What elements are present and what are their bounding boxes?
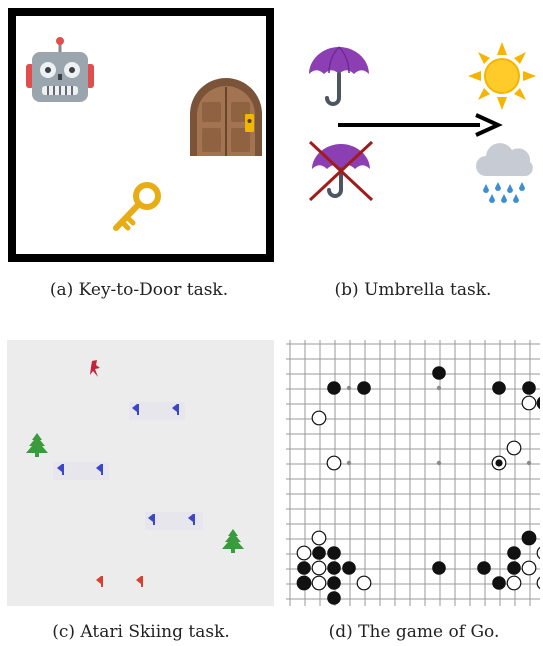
key-to-door-panel <box>8 8 270 258</box>
black-stone <box>432 366 446 380</box>
sun-icon <box>468 42 536 110</box>
key-icon <box>110 182 162 234</box>
star-point <box>347 461 351 465</box>
white-stone <box>537 576 540 590</box>
arrow-icon <box>332 110 507 140</box>
flag-icon <box>101 464 109 475</box>
flag-icon <box>62 464 70 475</box>
white-stone <box>327 456 341 470</box>
star-point <box>347 386 351 390</box>
skiing-panel <box>7 340 274 606</box>
go-board <box>286 340 540 606</box>
black-stone <box>507 546 521 560</box>
black-stone <box>297 561 311 575</box>
caption-key-to-door: (a) Key-to-Door task. <box>22 280 256 300</box>
flag-icon <box>153 514 161 525</box>
crossed-umbrella-icon <box>306 140 376 202</box>
white-stone <box>312 561 326 575</box>
black-stone <box>327 591 341 605</box>
flag-icon <box>177 404 185 415</box>
black-stone <box>432 561 446 575</box>
star-point <box>437 461 441 465</box>
flag-icon <box>193 514 201 525</box>
door-icon <box>188 78 264 156</box>
white-stone <box>537 546 540 560</box>
last-move-marker <box>495 459 502 466</box>
caption-skiing: (c) Atari Skiing task. <box>4 622 278 642</box>
white-stone <box>507 576 521 590</box>
white-stone <box>312 531 326 545</box>
white-stone <box>522 561 536 575</box>
black-stone <box>327 561 341 575</box>
caption-go: (d) The game of Go. <box>296 622 532 642</box>
black-stone <box>492 381 506 395</box>
tree-icon <box>25 432 49 458</box>
flag-icon <box>137 404 145 415</box>
white-stone <box>297 546 311 560</box>
black-stone <box>327 546 341 560</box>
caption-umbrella: (b) Umbrella task. <box>300 280 526 300</box>
black-stone <box>492 576 506 590</box>
black-stone <box>342 561 356 575</box>
flag-icon <box>141 576 149 587</box>
black-stone <box>312 546 326 560</box>
rain-cloud-icon <box>472 140 538 204</box>
umbrella-panel <box>292 30 537 220</box>
black-stone <box>357 381 371 395</box>
black-stone <box>522 531 536 545</box>
tree-icon <box>221 528 245 554</box>
black-stone <box>327 576 341 590</box>
black-stone <box>297 576 311 590</box>
umbrella-icon <box>306 44 372 110</box>
go-panel <box>286 340 540 606</box>
robot-icon <box>24 36 96 108</box>
black-stone <box>507 561 521 575</box>
black-stone <box>477 561 491 575</box>
white-stone <box>312 411 326 425</box>
star-point <box>527 461 531 465</box>
white-stone <box>507 441 521 455</box>
black-stone <box>522 381 536 395</box>
white-stone <box>357 576 371 590</box>
white-stone <box>522 396 536 410</box>
flag-icon <box>101 576 109 587</box>
black-stone <box>327 381 341 395</box>
skier-icon <box>88 359 102 379</box>
star-point <box>437 386 441 390</box>
white-stone <box>312 576 326 590</box>
